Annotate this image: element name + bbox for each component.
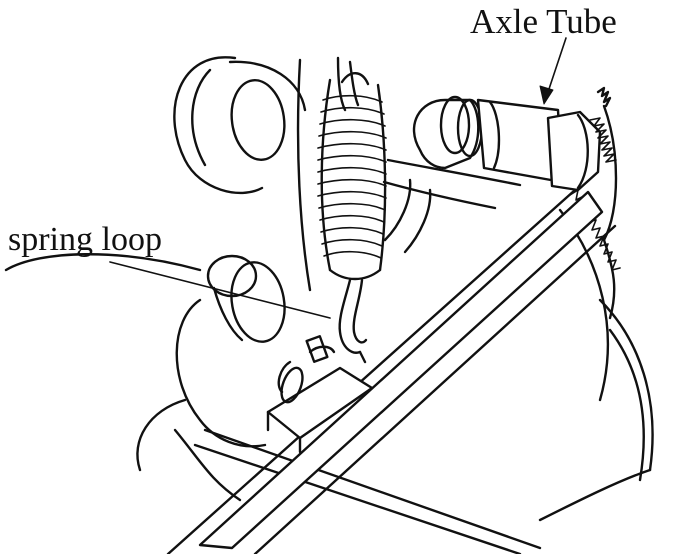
anchor-block [266, 335, 374, 454]
backing-plate-upper [173, 56, 307, 195]
spring-loop-label: spring loop [8, 221, 162, 258]
upper-hole [230, 79, 286, 161]
axle-tube-pointer [539, 37, 567, 105]
spring-hook [338, 278, 368, 364]
brake-shoe [538, 208, 654, 522]
bracket-arm [382, 158, 522, 254]
axle-tube-label: Axle Tube [470, 2, 617, 41]
adjuster-lever [166, 188, 617, 554]
boss-cylinder [206, 254, 286, 343]
coil-spring [317, 72, 387, 281]
backing-plate-lower [4, 253, 542, 554]
axle-tube-fitting [412, 95, 602, 192]
spring-loop-pointer-line [109, 261, 331, 319]
